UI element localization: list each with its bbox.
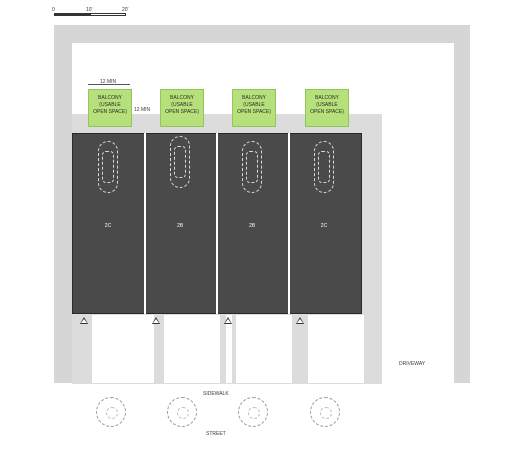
balcony-dimension-line	[88, 84, 130, 85]
balcony-1-line2: (USABLE	[99, 102, 121, 108]
balcony-3-line1: BALCONY	[242, 95, 266, 101]
unit-label-4: 2C	[320, 223, 328, 229]
scale-label-0: 0	[52, 7, 55, 13]
scale-bar-segment	[90, 13, 126, 16]
scale-label-10: 10'	[86, 7, 93, 13]
entry-walkway	[148, 315, 154, 383]
entry-triangle-icon	[152, 317, 160, 324]
entry-triangle-icon	[224, 317, 232, 324]
sidewalk-label: SIDEWALK	[203, 391, 229, 397]
garage-driveway	[236, 315, 292, 383]
balcony-1: BALCONY (USABLE OPEN SPACE)	[88, 89, 132, 127]
unit-separator	[288, 133, 290, 314]
balcony-4: BALCONY (USABLE OPEN SPACE)	[305, 89, 349, 127]
tree-icon	[96, 397, 126, 427]
balcony-4-line2: (USABLE	[316, 102, 338, 108]
car-outline	[242, 141, 262, 193]
garage-driveway	[308, 315, 364, 383]
balcony-2-line2: (USABLE	[171, 102, 193, 108]
unit-separator	[144, 133, 146, 314]
garage-driveway	[164, 315, 220, 383]
balcony-1-line1: BALCONY	[98, 95, 122, 101]
scale-label-20: 20'	[122, 7, 129, 13]
tree-icon	[167, 397, 197, 427]
car-outline	[314, 141, 334, 193]
balcony-gap-label: 12 MIN	[134, 107, 151, 113]
balcony-4-line3: OPEN SPACE)	[310, 109, 344, 115]
car-outline	[170, 136, 190, 188]
balcony-2-line3: OPEN SPACE)	[165, 109, 199, 115]
unit-label-3: 2B	[248, 223, 256, 229]
balcony-1-line3: OPEN SPACE)	[93, 109, 127, 115]
garage-driveway	[92, 315, 148, 383]
balcony-2: BALCONY (USABLE OPEN SPACE)	[160, 89, 204, 127]
balcony-3: BALCONY (USABLE OPEN SPACE)	[232, 89, 276, 127]
driveway-label: DRIVEWAY	[399, 361, 426, 367]
unit-separator	[216, 133, 218, 314]
balcony-2-line1: BALCONY	[170, 95, 194, 101]
street-label: STREET	[206, 431, 226, 437]
unit-label-2: 2B	[176, 223, 184, 229]
balcony-4-line1: BALCONY	[315, 95, 339, 101]
entry-walkway	[226, 315, 232, 383]
entry-triangle-icon	[80, 317, 88, 324]
tree-icon	[310, 397, 340, 427]
tree-icon	[238, 397, 268, 427]
car-outline	[98, 141, 118, 193]
unit-label-1: 2C	[104, 223, 112, 229]
balcony-width-label: 12 MIN	[100, 79, 117, 85]
entry-triangle-icon	[296, 317, 304, 324]
balcony-3-line2: (USABLE	[243, 102, 265, 108]
balcony-3-line3: OPEN SPACE)	[237, 109, 271, 115]
